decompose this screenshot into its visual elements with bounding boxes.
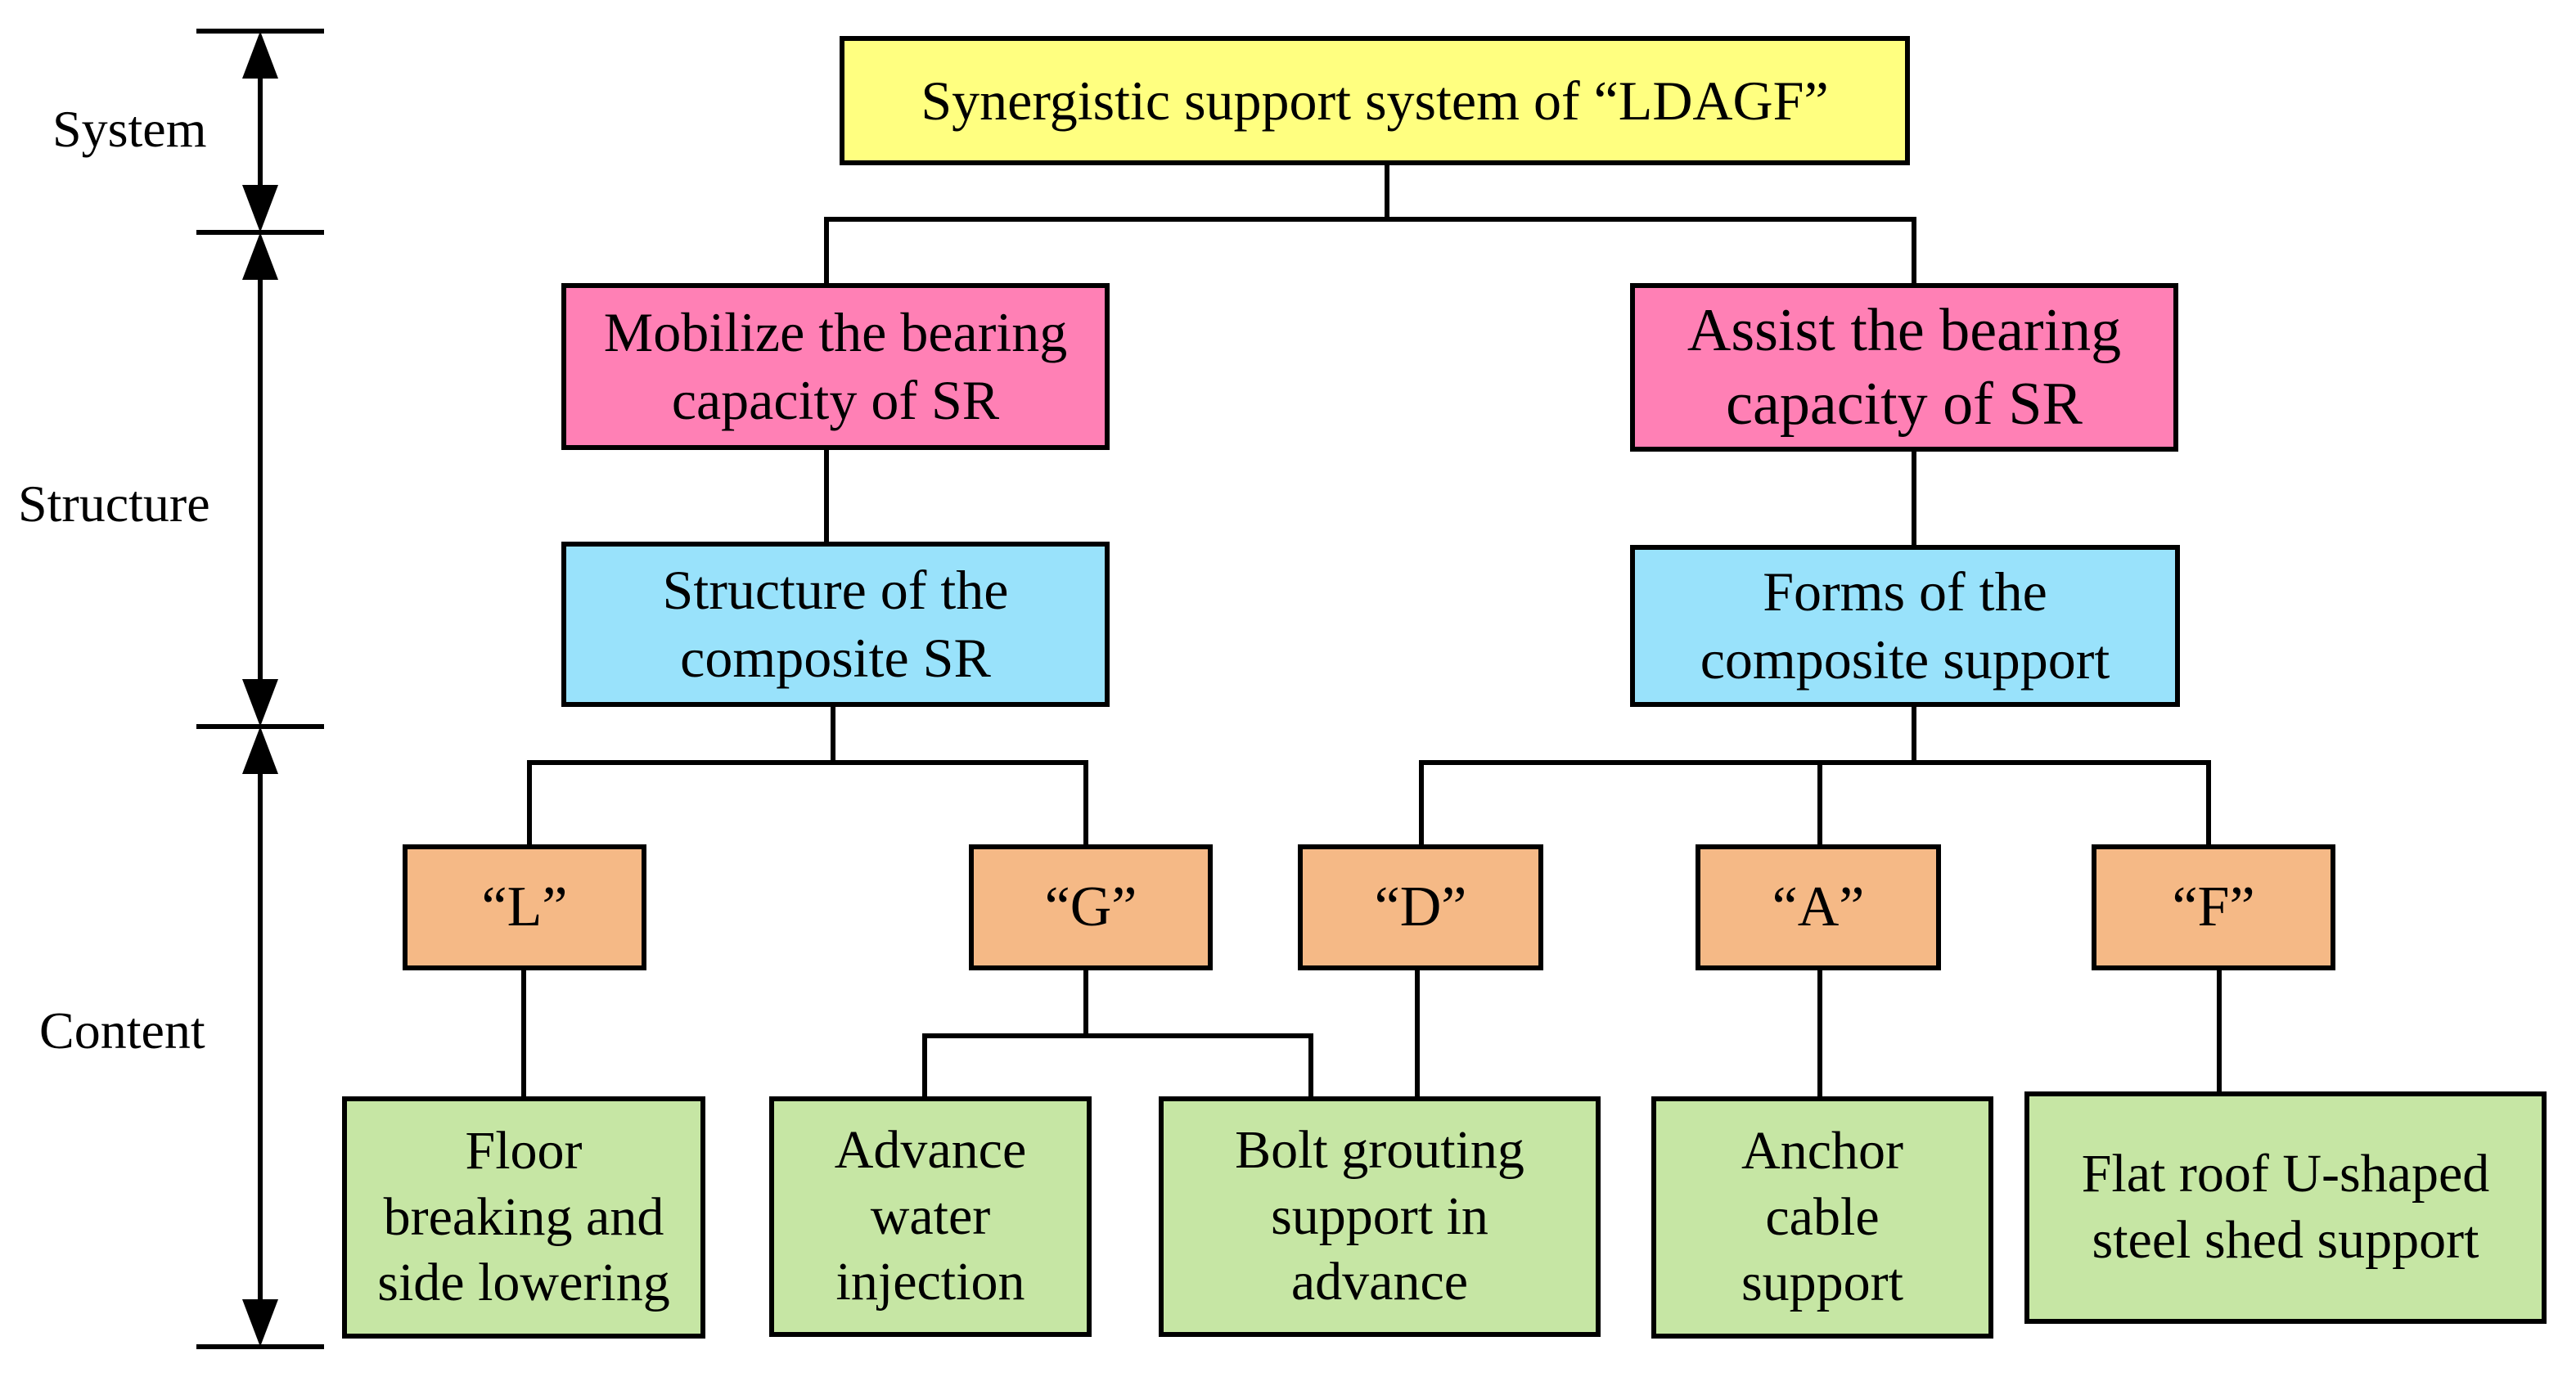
level-label-structure: Structure <box>18 475 210 533</box>
arrowhead-content-up <box>242 727 278 774</box>
node-composite-support: Forms of the composite support <box>1630 545 2180 707</box>
level-scale <box>196 29 324 1349</box>
node-L: “L” <box>403 844 646 970</box>
node-A: “A” <box>1696 844 1941 970</box>
node-anchor-cable-label: Anchor cable support <box>1741 1121 1903 1313</box>
node-composite-sr: Structure of the composite SR <box>561 542 1110 707</box>
node-G: “G” <box>969 844 1213 970</box>
arrowhead-system-down <box>242 185 278 232</box>
node-F: “F” <box>2092 844 2335 970</box>
node-advance-water: Advance water injection <box>769 1096 1092 1337</box>
node-mobilize: Mobilize the bearing capacity of SR <box>561 283 1110 450</box>
node-A-label: “A” <box>1772 875 1865 939</box>
node-floor-breaking: Floor breaking and side lowering <box>342 1096 705 1339</box>
arrowhead-system-up <box>242 31 278 79</box>
node-flat-roof-label: Flat roof U-shaped steel shed support <box>2081 1144 2490 1270</box>
node-flat-roof: Flat roof U-shaped steel shed support <box>2024 1091 2547 1324</box>
node-advance-water-label: Advance water injection <box>834 1120 1027 1312</box>
node-G-label: “G” <box>1044 875 1137 939</box>
node-anchor-cable: Anchor cable support <box>1651 1096 1993 1339</box>
level-label-content: Content <box>39 1001 205 1060</box>
node-composite-support-label: Forms of the composite support <box>1700 560 2110 691</box>
node-bolt-grouting: Bolt grouting support in advance <box>1159 1096 1601 1337</box>
node-D: “D” <box>1298 844 1543 970</box>
node-assist-label: Assist the bearing capacity of SR <box>1687 296 2122 438</box>
node-bolt-grouting-label: Bolt grouting support in advance <box>1235 1120 1524 1312</box>
node-assist: Assist the bearing capacity of SR <box>1630 283 2178 452</box>
node-root: Synergistic support system of “LDAGF” <box>840 36 1910 165</box>
node-L-label: “L” <box>481 875 568 939</box>
node-floor-breaking-label: Floor breaking and side lowering <box>377 1121 670 1313</box>
node-composite-sr-label: Structure of the composite SR <box>662 559 1009 689</box>
node-root-label: Synergistic support system of “LDAGF” <box>921 69 1829 132</box>
node-D-label: “D” <box>1374 875 1467 939</box>
arrowhead-structure-up <box>242 232 278 280</box>
arrowhead-content-down <box>242 1299 278 1347</box>
connectors <box>521 164 2222 1098</box>
node-mobilize-label: Mobilize the bearing capacity of SR <box>603 301 1068 431</box>
arrowhead-structure-down <box>242 679 278 727</box>
level-label-system: System <box>52 100 207 158</box>
node-F-label: “F” <box>2172 875 2255 939</box>
